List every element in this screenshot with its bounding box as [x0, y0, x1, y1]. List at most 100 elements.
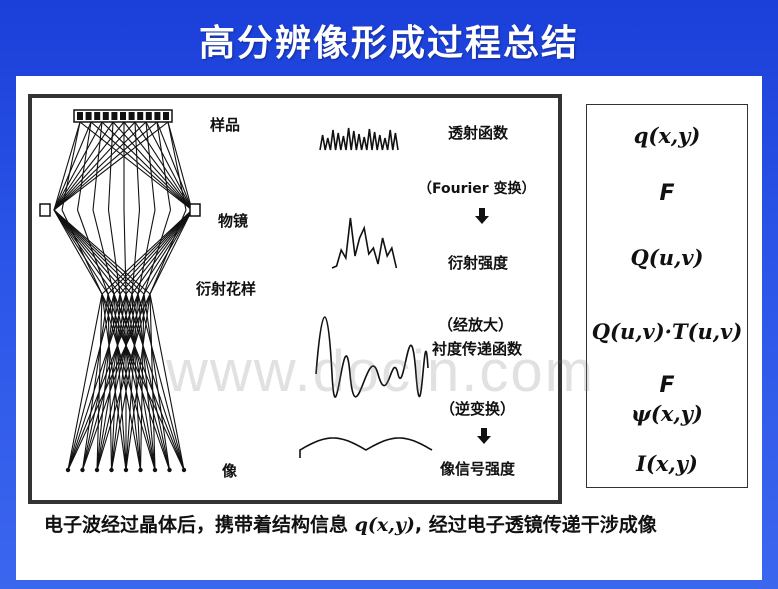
- ray-line: [92, 209, 115, 295]
- intensity-curves: [299, 127, 433, 458]
- ray-line: [53, 121, 125, 211]
- ray-line: [110, 293, 145, 471]
- formula-QT-text: Q(u,v)·T(u,v): [591, 319, 743, 344]
- formula-I-text: I(x,y): [636, 451, 698, 476]
- crystal-cell: [154, 112, 161, 120]
- ray-line: [96, 293, 139, 471]
- image-point: [152, 467, 158, 473]
- ray-line: [53, 209, 115, 295]
- ray-line: [53, 121, 147, 211]
- ray-line: [107, 209, 193, 295]
- ray-line: [53, 121, 136, 211]
- ray-line: [167, 121, 187, 211]
- ray-line: [110, 293, 121, 471]
- contrast-transfer-function-label: 衬度传递函数: [432, 340, 523, 358]
- summary-part-1: 电子波经过晶体后，携带着结构信息: [44, 514, 355, 536]
- ray-line: [96, 293, 127, 471]
- crystal-cell: [85, 112, 92, 120]
- ray-diagram: [39, 109, 491, 473]
- ray-line: [125, 209, 193, 295]
- formula-box: q(x,y) F Q(u,v) Q(u,v)·T(u,v) F ψ(x,y) I…: [586, 104, 748, 488]
- ray-line: [131, 209, 193, 295]
- crystal-cell: [163, 112, 169, 120]
- ray-line: [53, 121, 81, 211]
- ray-line: [79, 121, 193, 211]
- image-point: [181, 467, 187, 473]
- formula-Q-text: Q(u,v): [630, 245, 704, 270]
- ray-line: [67, 293, 139, 471]
- ray-line: [81, 293, 133, 471]
- ray-line: [156, 121, 193, 211]
- diffraction-intensity-label: 衍射强度: [448, 254, 509, 272]
- ray-line: [167, 121, 193, 211]
- ray-line: [123, 121, 193, 211]
- ray-line: [67, 293, 127, 471]
- inverse-arrow-shaft: [481, 428, 487, 436]
- ray-line: [96, 293, 151, 471]
- fourier-arrow-head: [475, 216, 489, 224]
- crystal-cell: [111, 112, 118, 120]
- ray-line: [96, 293, 115, 471]
- fourier-transform-label: （Fourier 变换）: [418, 181, 536, 197]
- formula-q-text: q(x,y): [633, 123, 701, 148]
- image-point: [167, 467, 172, 473]
- image-label: 像: [222, 462, 238, 480]
- objective-lens-marks: [39, 203, 201, 217]
- image-point: [138, 467, 143, 473]
- crystal-cell: [94, 112, 101, 120]
- ray-line: [53, 121, 92, 211]
- magnified-label: （经放大）: [438, 316, 514, 334]
- image-point: [80, 467, 85, 473]
- ray-line: [137, 209, 156, 295]
- ray-line: [81, 293, 121, 471]
- image-point: [109, 467, 114, 473]
- transmission-function-label: 透射函数: [448, 124, 509, 142]
- crystal-cell: [145, 112, 152, 120]
- ray-line: [53, 121, 103, 211]
- crystal-sample: [73, 109, 173, 123]
- ray-line: [53, 209, 133, 295]
- formula-QT: Q(u,v)·T(u,v): [587, 319, 747, 344]
- formula-psi: ψ(x,y): [587, 401, 747, 426]
- formula-psi-text: ψ(x,y): [631, 401, 703, 426]
- ray-line: [156, 121, 172, 211]
- diffraction-pattern-label: 衍射花样: [196, 280, 257, 298]
- crystal-cell: [128, 112, 135, 120]
- ray-line: [81, 293, 109, 471]
- fourier-operator-2: F: [659, 373, 675, 398]
- ray-line: [53, 209, 151, 295]
- ray-line: [149, 293, 185, 471]
- ctf-curve: [315, 316, 429, 398]
- ray-line: [145, 121, 193, 211]
- diffraction-curve: [331, 217, 398, 269]
- objective-label: 物镜: [218, 212, 249, 230]
- ray-line: [149, 209, 187, 295]
- lens-marker-right: [189, 203, 201, 217]
- crystal-cell: [102, 112, 109, 120]
- transmission-curve: [319, 127, 399, 151]
- fourier-arrow-shaft: [479, 208, 485, 216]
- ray-line: [137, 209, 193, 295]
- ray-line: [53, 209, 127, 295]
- formula-Q: Q(u,v): [587, 245, 747, 270]
- ray-line: [145, 121, 156, 211]
- image-signal-intensity-label: 像信号强度: [440, 460, 516, 478]
- ray-line: [134, 121, 141, 211]
- ray-line: [67, 293, 151, 471]
- crystal-cell: [137, 112, 144, 120]
- ray-line: [125, 293, 151, 471]
- ray-line: [53, 209, 109, 295]
- summary-part-2: , 经过电子透镜传递干涉成像: [414, 514, 657, 536]
- crystal-cell: [120, 112, 126, 120]
- ray-diagram-box: 样品 物镜 衍射花样 像 透射函数 （Fourier 变换） 衍射强度 （经放大…: [28, 94, 562, 504]
- ray-line: [90, 121, 193, 211]
- ray-line: [53, 209, 139, 295]
- summary-text: 电子波经过晶体后，携带着结构信息 q(x,y), 经过电子透镜传递干涉成像: [44, 510, 744, 540]
- formula-I: I(x,y): [587, 451, 747, 476]
- lens-marker-left: [39, 203, 51, 217]
- slide-title: 高分辨像形成过程总结: [198, 23, 579, 64]
- summary-formula: q(x,y): [354, 514, 415, 536]
- ray-line: [123, 209, 127, 295]
- ray-line: [53, 121, 114, 211]
- ray-line: [96, 293, 103, 471]
